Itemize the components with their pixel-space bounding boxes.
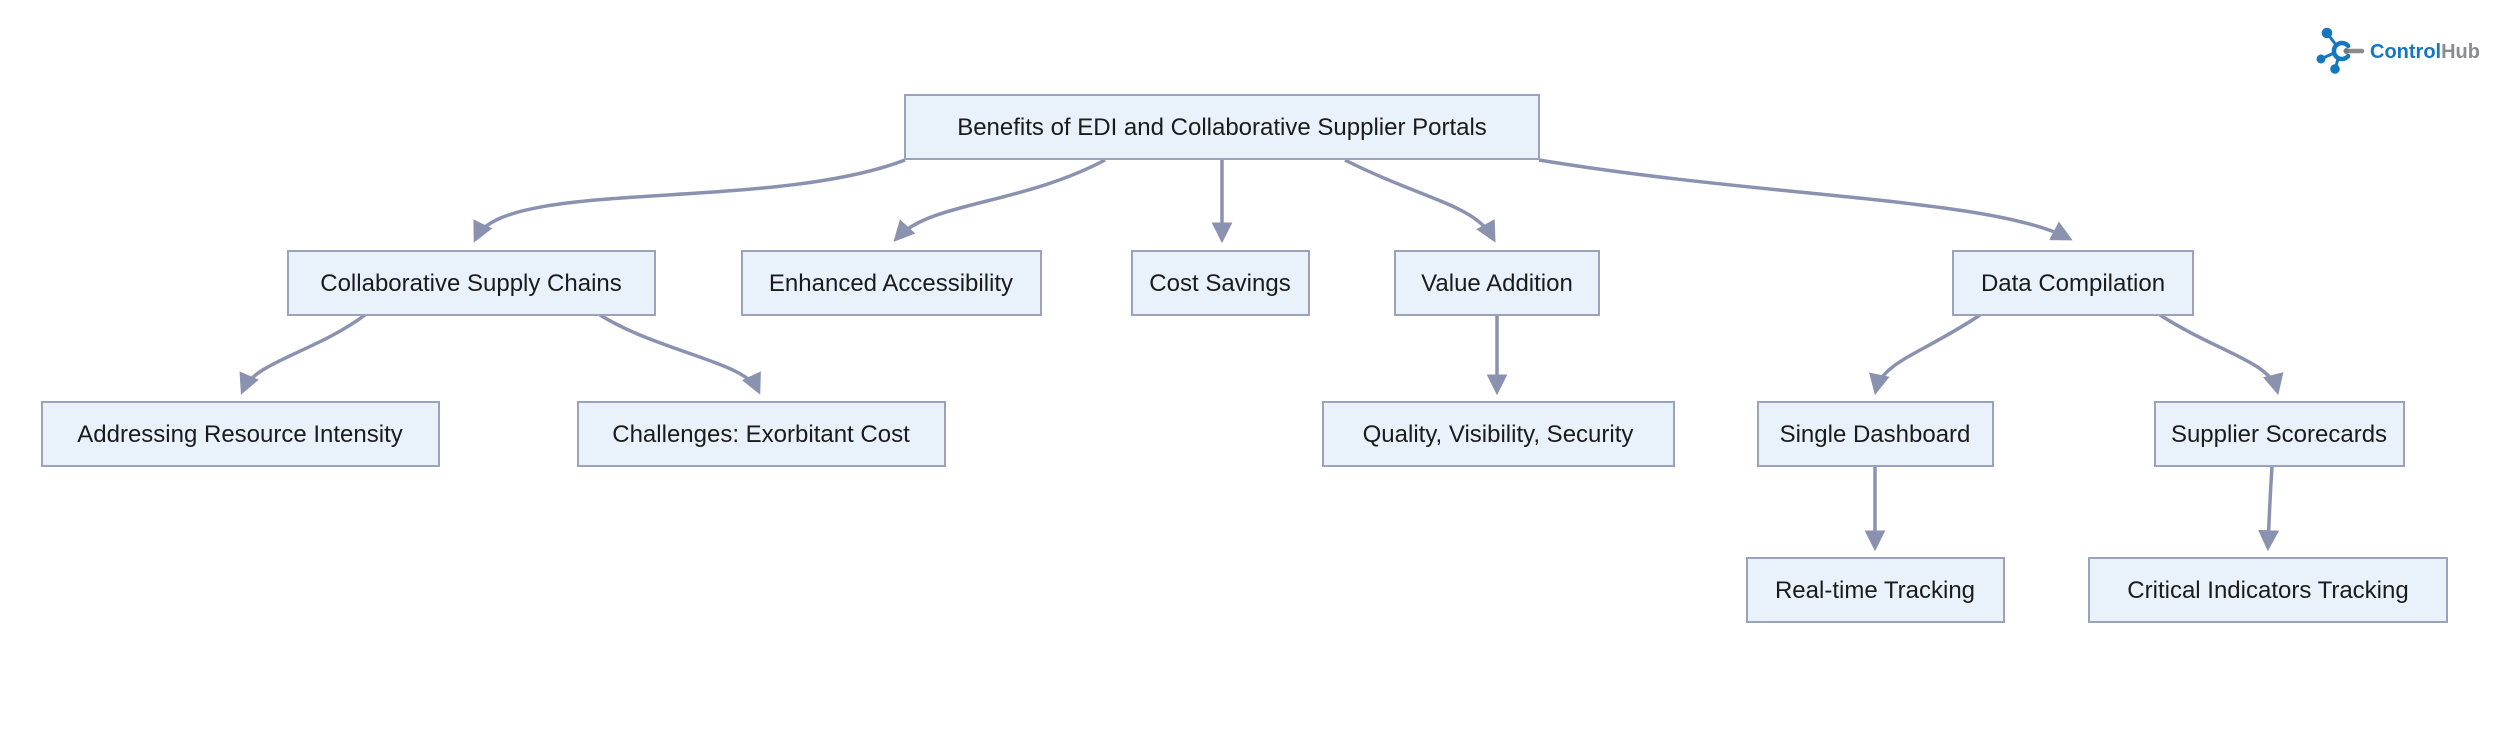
edge-benefits-to-enhanced-accessibility bbox=[893, 158, 1106, 242]
logo-text-primary: Control bbox=[2370, 41, 2441, 63]
node-box bbox=[287, 250, 656, 316]
edges-layer bbox=[239, 158, 2284, 552]
node-label: Addressing Resource Intensity bbox=[77, 421, 403, 448]
nodes-layer: Benefits of EDI and Collaborative Suppli… bbox=[41, 94, 2448, 623]
edge-supplier-scorecards-to-critical-indicators-tracking bbox=[2258, 465, 2280, 552]
node-quality-visibility-security: Quality, Visibility, Security bbox=[1322, 401, 1675, 467]
edge-data-compilation-to-single-dashboard bbox=[1869, 313, 1981, 396]
node-label: Enhanced Accessibility bbox=[769, 270, 1013, 297]
node-value-addition: Value Addition bbox=[1394, 250, 1600, 316]
node-label: Challenges: Exorbitant Cost bbox=[612, 421, 910, 448]
edge-benefits-to-value-addition bbox=[1344, 158, 1496, 243]
node-box bbox=[741, 250, 1042, 316]
node-supplier-scorecards: Supplier Scorecards bbox=[2154, 401, 2405, 467]
node-box bbox=[1952, 250, 2194, 316]
node-box bbox=[1131, 250, 1310, 316]
node-label: Collaborative Supply Chains bbox=[320, 270, 622, 297]
node-box bbox=[2154, 401, 2405, 467]
node-label: Supplier Scorecards bbox=[2171, 421, 2387, 448]
controlhub-logo: ControlHub bbox=[2316, 27, 2480, 74]
node-box bbox=[41, 401, 440, 467]
node-label: Cost Savings bbox=[1149, 270, 1290, 297]
edge-data-compilation-to-supplier-scorecards bbox=[2159, 313, 2284, 396]
logo-text-secondary: Hub bbox=[2441, 41, 2480, 63]
edge-benefits-to-collaborative-supply-chains bbox=[473, 158, 906, 243]
node-box bbox=[577, 401, 946, 467]
node-box bbox=[904, 94, 1540, 160]
node-enhanced-accessibility: Enhanced Accessibility bbox=[741, 250, 1042, 316]
node-benefits-of-edi-and-collaborative-supplier-portals: Benefits of EDI and Collaborative Suppli… bbox=[904, 94, 1540, 160]
node-label: Single Dashboard bbox=[1780, 421, 1971, 448]
node-label: Critical Indicators Tracking bbox=[2127, 577, 2408, 604]
edge-benefits-to-data-compilation bbox=[1538, 158, 2073, 241]
node-label: Value Addition bbox=[1421, 270, 1573, 297]
edge-collaborative-supply-chains-to-addressing-resource-intensity bbox=[239, 313, 367, 395]
node-cost-savings: Cost Savings bbox=[1131, 250, 1310, 316]
node-label: Data Compilation bbox=[1981, 270, 2165, 297]
node-label: Real-time Tracking bbox=[1775, 577, 1975, 604]
node-real-time-tracking: Real-time Tracking bbox=[1746, 557, 2005, 623]
node-box bbox=[2088, 557, 2448, 623]
edge-collaborative-supply-chains-to-challenges-exorbitant-cost bbox=[599, 313, 761, 395]
node-addressing-resource-intensity: Addressing Resource Intensity bbox=[41, 401, 440, 467]
node-box bbox=[1746, 557, 2005, 623]
node-single-dashboard: Single Dashboard bbox=[1757, 401, 1994, 467]
hub-molecule-icon bbox=[2316, 27, 2365, 74]
node-box bbox=[1322, 401, 1675, 467]
node-collaborative-supply-chains: Collaborative Supply Chains bbox=[287, 250, 656, 316]
logo-text: ControlHub bbox=[2370, 41, 2480, 63]
node-label: Quality, Visibility, Security bbox=[1363, 421, 1634, 448]
node-data-compilation: Data Compilation bbox=[1952, 250, 2194, 316]
node-box bbox=[1757, 401, 1994, 467]
node-box bbox=[1394, 250, 1600, 316]
node-challenges-exorbitant-cost: Challenges: Exorbitant Cost bbox=[577, 401, 946, 467]
node-label: Benefits of EDI and Collaborative Suppli… bbox=[957, 114, 1487, 141]
node-critical-indicators-tracking: Critical Indicators Tracking bbox=[2088, 557, 2448, 623]
